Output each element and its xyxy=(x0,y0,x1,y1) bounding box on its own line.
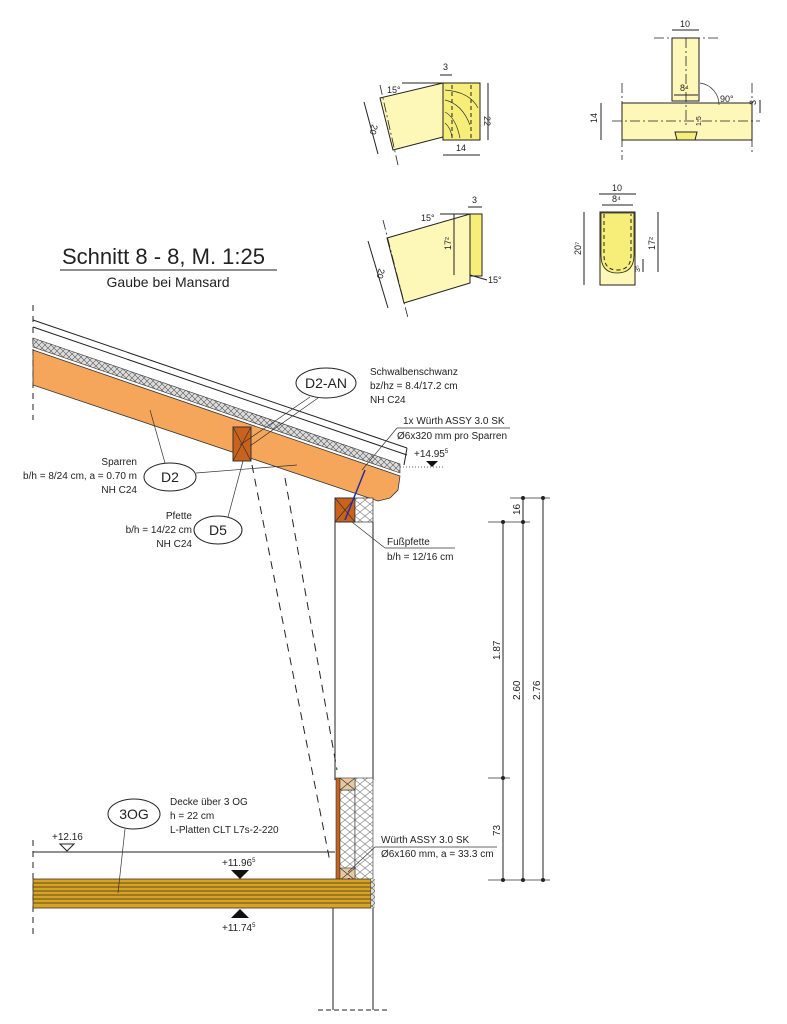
svg-text:D2-AN: D2-AN xyxy=(305,375,347,391)
dim-label: 10 xyxy=(612,183,622,193)
svg-text:NH C24: NH C24 xyxy=(370,395,406,406)
svg-text:Sparren: Sparren xyxy=(101,457,137,468)
label-screw-top: 1x Würth ASSY 3.0 SK Ø6x320 mm pro Sparr… xyxy=(361,416,510,471)
svg-text:Schwalbenschwanz: Schwalbenschwanz xyxy=(370,367,458,378)
svg-text:Fußpfette: Fußpfette xyxy=(387,537,430,548)
drawing-title: Schnitt 8 - 8, M. 1:25 xyxy=(62,244,265,269)
angle-label: 15° xyxy=(387,85,401,95)
svg-text:L-Platten CLT L7s-2-220: L-Platten CLT L7s-2-220 xyxy=(170,825,279,836)
dim-73: 73 xyxy=(492,824,503,836)
svg-text:+11.965: +11.965 xyxy=(222,858,256,869)
dim-label: 20⁷ xyxy=(573,242,583,255)
detail-dovetail-front: 10 8⁴ 20⁷ 17² 3⁵ xyxy=(573,183,659,286)
label-3og-slab: 3OG Decke über 3 OG h = 22 cm L-Platten … xyxy=(107,797,279,894)
angle-label: 15° xyxy=(488,275,502,285)
svg-text:D5: D5 xyxy=(209,522,227,538)
insulation-layer xyxy=(32,337,401,474)
svg-text:NH C24: NH C24 xyxy=(156,539,192,550)
svg-text:+14.955: +14.955 xyxy=(414,449,449,460)
dim-187: 1.87 xyxy=(492,640,503,660)
dim-label: 14 xyxy=(589,113,599,123)
dim-label: 3 xyxy=(748,100,758,105)
drawing-subtitle: Gaube bei Mansard xyxy=(107,274,230,290)
svg-text:Ø6x160 mm, a = 33.3 cm: Ø6x160 mm, a = 33.3 cm xyxy=(381,849,494,860)
svg-text:Würth ASSY 3.0 SK: Würth ASSY 3.0 SK xyxy=(381,835,470,846)
dimension-chain: 16 1.87 73 2.60 2.76 xyxy=(488,496,550,882)
svg-text:bz/hz = 8.4/17.2 cm: bz/hz = 8.4/17.2 cm xyxy=(370,381,458,392)
svg-text:Decke über 3 OG: Decke über 3 OG xyxy=(170,797,248,808)
dim-260: 2.60 xyxy=(512,680,523,700)
label-screw-bottom: Würth ASSY 3.0 SK Ø6x160 mm, a = 33.3 cm xyxy=(347,835,497,873)
dim-label: 20 xyxy=(374,267,386,279)
svg-text:b/h = 12/16 cm: b/h = 12/16 cm xyxy=(387,552,453,563)
angle-label: 15° xyxy=(421,213,435,223)
level-marker-1196: +11.965 xyxy=(222,858,256,879)
dim-label: 1,5 xyxy=(696,116,703,126)
level-marker-1174: +11.745 xyxy=(222,909,256,934)
level-marker-1216: +12.16 xyxy=(52,832,83,852)
detail-dovetail-top: 10 8⁴ 90° 14 3 1,5 xyxy=(589,19,761,160)
label-d2-rafter: D2 Sparren b/h = 8/24 cm, a = 0.70 m NH … xyxy=(23,409,298,496)
dim-16: 16 xyxy=(512,503,523,515)
label-d5-purlin: D5 Pfette b/h = 14/22 cm NH C24 xyxy=(126,460,244,550)
dim-label: 3⁵ xyxy=(635,265,642,272)
svg-text:b/h = 14/22 cm: b/h = 14/22 cm xyxy=(126,525,192,536)
dim-label: 20 xyxy=(367,123,379,135)
angle-label: 90° xyxy=(720,94,734,104)
detail-rafter-cut: 15° 3 17² 15° 20 xyxy=(367,195,502,319)
svg-text:b/h = 8/24 cm, a = 0.70 m: b/h = 8/24 cm, a = 0.70 m xyxy=(23,471,137,482)
svg-text:h = 22 cm: h = 22 cm xyxy=(170,811,214,822)
dim-label: 10 xyxy=(680,19,690,29)
label-d2an: D2-AN Schwalbenschwanz bz/hz = 8.4/17.2 … xyxy=(239,367,458,447)
svg-text:NH C24: NH C24 xyxy=(101,485,137,496)
dim-label: 8⁴ xyxy=(612,194,621,204)
dim-label: 14 xyxy=(456,143,466,153)
label-fusspfette: Fußpfette b/h = 12/16 cm xyxy=(351,521,455,563)
screw-rafter xyxy=(344,469,366,521)
dim-label: 8⁴ xyxy=(680,83,689,93)
svg-text:Pfette: Pfette xyxy=(166,511,193,522)
dim-label: 3 xyxy=(472,195,477,205)
dim-276: 2.76 xyxy=(532,680,543,700)
svg-text:+12.16: +12.16 xyxy=(52,832,83,843)
floor-slab xyxy=(32,840,375,935)
dim-label: 17² xyxy=(647,237,657,250)
eaves-purlin xyxy=(334,497,374,523)
level-marker-top: +14.955 xyxy=(400,449,449,468)
svg-text:3OG: 3OG xyxy=(119,806,149,822)
detail-dovetail-side: 15° 3 22 14 20 xyxy=(363,62,492,166)
dim-label: 3 xyxy=(443,62,448,72)
dim-label: 17² xyxy=(443,237,453,250)
svg-text:+11.745: +11.745 xyxy=(222,923,256,934)
rafter xyxy=(32,349,401,502)
svg-text:1x Würth ASSY 3.0 SK: 1x Würth ASSY 3.0 SK xyxy=(403,416,505,427)
wall xyxy=(318,522,390,1011)
dim-label: 22 xyxy=(482,116,492,126)
svg-text:Ø6x320 mm pro Sparren: Ø6x320 mm pro Sparren xyxy=(397,431,507,442)
svg-text:D2: D2 xyxy=(161,469,179,485)
roof-assembly xyxy=(32,305,408,863)
